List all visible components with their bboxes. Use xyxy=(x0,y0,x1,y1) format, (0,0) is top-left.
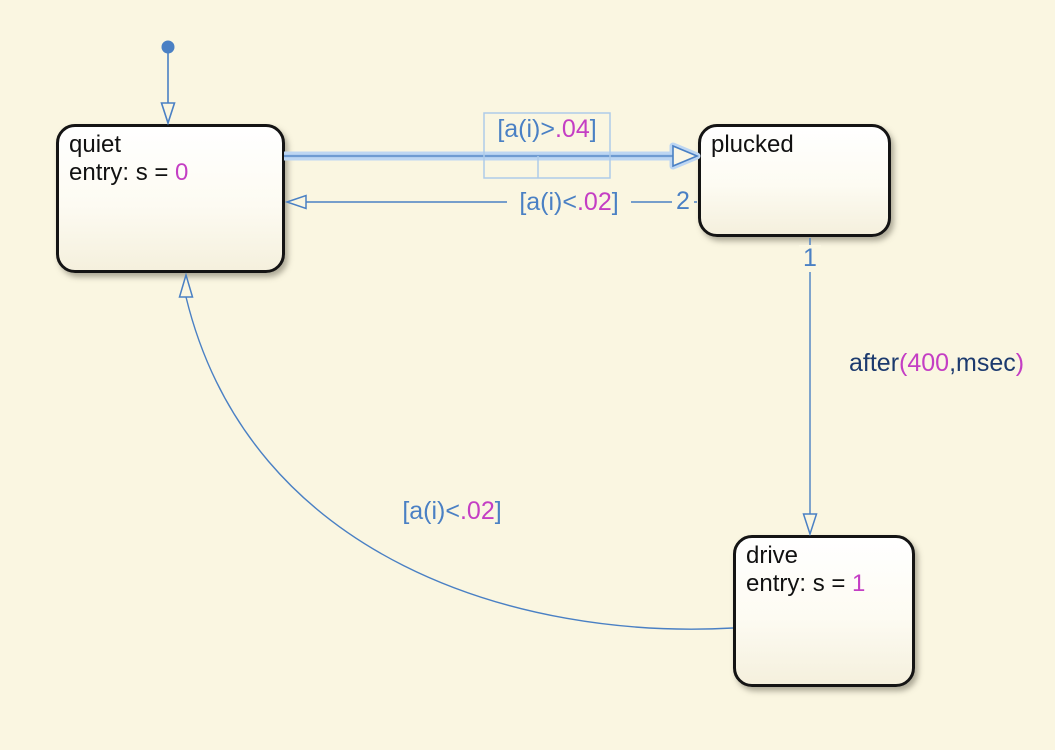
state-drive-name: drive xyxy=(746,542,799,569)
state-quiet-entry: entry: s = 0 xyxy=(69,159,272,187)
temporal-unit: ,msec xyxy=(949,349,1016,377)
state-drive-entry-prefix: entry: s = xyxy=(746,570,853,597)
state-quiet[interactable]: quiet entry: s = 0 xyxy=(56,124,285,273)
transition-quiet-to-plucked[interactable] xyxy=(284,112,701,179)
label-quiet-to-plucked[interactable]: [a(i)>.04] xyxy=(484,116,610,143)
arrowhead-into-quiet-top xyxy=(160,102,176,126)
label-selection-box[interactable] xyxy=(483,112,611,179)
arrowhead-into-plucked xyxy=(672,144,700,168)
guard-literal: .02 xyxy=(576,188,612,216)
guard-close: ] xyxy=(611,188,619,216)
guard-open: [a(i)> xyxy=(497,115,555,143)
arrowhead-into-drive-top xyxy=(802,513,818,537)
label-plucked-to-drive[interactable]: after(400,msec) xyxy=(849,350,1024,377)
transition-order-1[interactable]: 1 xyxy=(799,245,821,272)
state-plucked-name: plucked xyxy=(711,131,794,158)
state-drive[interactable]: drive entry: s = 1 xyxy=(733,535,915,687)
state-quiet-entry-value: 0 xyxy=(175,159,189,186)
guard-literal: .02 xyxy=(459,497,495,525)
state-drive-entry: entry: s = 1 xyxy=(746,570,902,598)
guard-open: [a(i)< xyxy=(519,188,577,216)
transition-plucked-to-quiet[interactable] xyxy=(284,194,697,210)
transition-curve[interactable] xyxy=(185,296,734,630)
state-drive-entry-value: 1 xyxy=(852,570,866,597)
transition-plucked-to-drive[interactable] xyxy=(802,238,818,537)
guard-literal: .04 xyxy=(554,115,590,143)
state-plucked[interactable]: plucked xyxy=(698,124,891,237)
temporal-close: ) xyxy=(1015,349,1025,377)
transition-order-2[interactable]: 2 xyxy=(672,188,694,215)
transition-default-to-quiet[interactable] xyxy=(160,40,176,126)
transition-drive-to-quiet[interactable] xyxy=(178,272,734,630)
label-plucked-to-quiet[interactable]: [a(i)<.02] xyxy=(507,189,631,216)
temporal-literal: (400 xyxy=(899,349,950,377)
arrowhead-into-quiet-bottom xyxy=(178,272,194,298)
temporal-keyword: after xyxy=(849,349,900,377)
state-quiet-name: quiet xyxy=(69,131,122,158)
initial-point-dot[interactable] xyxy=(161,40,175,54)
state-quiet-entry-prefix: entry: s = xyxy=(69,159,176,186)
guard-close: ] xyxy=(589,115,597,143)
label-drive-to-quiet[interactable]: [a(i)<.02] xyxy=(379,498,525,525)
guard-open: [a(i)< xyxy=(402,497,460,525)
arrowhead-into-quiet-right xyxy=(284,194,307,210)
guard-close: ] xyxy=(494,497,502,525)
